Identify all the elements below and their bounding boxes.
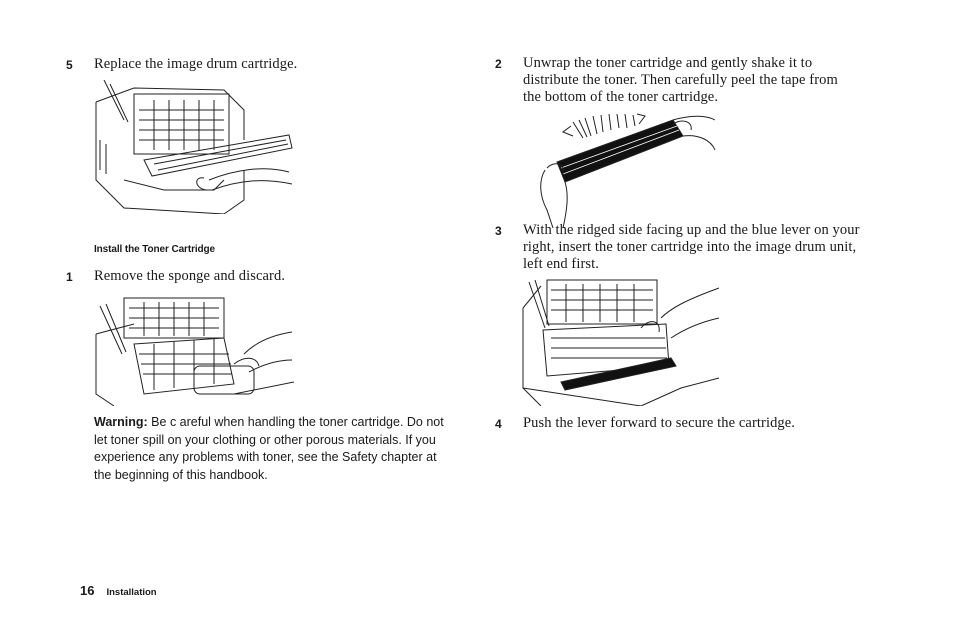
step-text: With the ridged side facing up and the b… bbox=[523, 222, 860, 272]
step-5: 5 Replace the image drum cartridge. bbox=[66, 56, 426, 73]
illustration-replace-drum bbox=[94, 80, 294, 214]
step-4: 4 Push the lever forward to secure the c… bbox=[495, 415, 855, 432]
warning-label: Warning: bbox=[94, 415, 148, 429]
page-footer: 16 Installation bbox=[80, 582, 157, 600]
page-number: 16 bbox=[80, 583, 95, 598]
step-number: 4 bbox=[495, 417, 502, 431]
step-1: 1 Remove the sponge and discard. bbox=[66, 268, 426, 285]
section-subheading: Install the Toner Cartridge bbox=[94, 244, 216, 255]
step-text: Unwrap the toner cartridge and gently sh… bbox=[523, 55, 838, 105]
step-2: 2 Unwrap the toner cartridge and gently … bbox=[495, 55, 855, 106]
step-3: 3 With the ridged side facing up and the… bbox=[495, 222, 865, 273]
illustration-remove-sponge bbox=[94, 294, 294, 406]
step-number: 3 bbox=[495, 224, 502, 238]
step-number: 5 bbox=[66, 58, 73, 72]
step-text: Replace the image drum cartridge. bbox=[94, 56, 298, 72]
step-text: Push the lever forward to secure the car… bbox=[523, 415, 796, 431]
section-name: Installation bbox=[106, 587, 157, 598]
illustration-insert-toner bbox=[521, 278, 721, 406]
warning-text: Be c areful when handling the toner cart… bbox=[94, 415, 444, 482]
warning-note: Warning: Be c areful when handling the t… bbox=[94, 414, 444, 484]
step-text: Remove the sponge and discard. bbox=[94, 268, 286, 284]
step-number: 1 bbox=[66, 270, 73, 284]
step-number: 2 bbox=[495, 57, 502, 71]
illustration-shake-toner bbox=[533, 110, 718, 228]
